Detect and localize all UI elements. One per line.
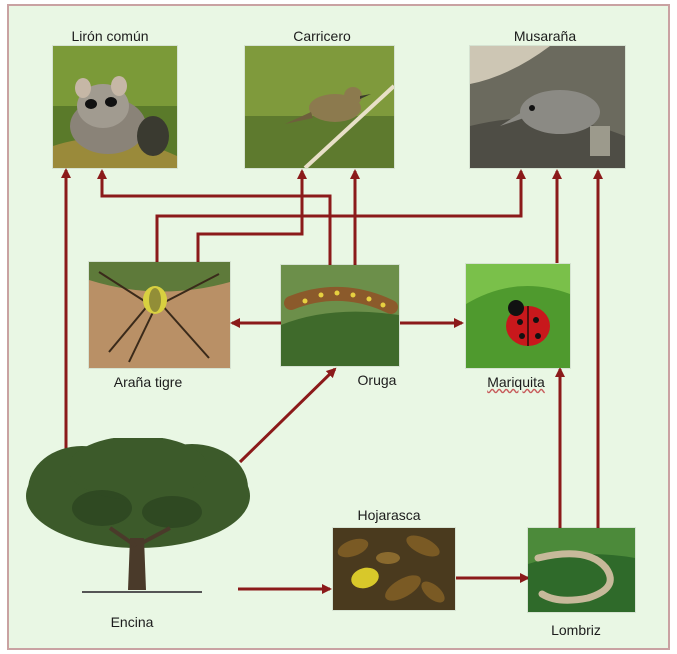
arrow-oruga-liron — [102, 171, 330, 265]
arrow-arana-musarana — [157, 171, 521, 262]
ladybug-photo — [466, 264, 570, 368]
label-carricero: Carricero — [293, 28, 351, 44]
label-oruga: Oruga — [358, 372, 397, 388]
warbler-bird-photo — [245, 46, 394, 168]
tiger-spider-photo — [89, 262, 230, 368]
arrow-encina-oruga — [240, 369, 335, 462]
label-encina: Encina — [111, 614, 154, 630]
holm-oak-tree — [22, 438, 254, 598]
label-lombriz: Lombriz — [551, 622, 601, 638]
label-mariquita: Mariquita — [487, 374, 545, 390]
label-musarana: Musaraña — [514, 28, 576, 44]
caterpillar-photo — [281, 265, 399, 366]
shrew-photo — [470, 46, 625, 168]
earthworm-photo — [528, 528, 635, 612]
label-arana: Araña tigre — [114, 374, 182, 390]
label-hojarasca: Hojarasca — [357, 507, 420, 523]
leaf-litter-photo — [333, 528, 455, 610]
dormouse-photo — [53, 46, 177, 168]
label-liron: Lirón común — [71, 28, 148, 44]
